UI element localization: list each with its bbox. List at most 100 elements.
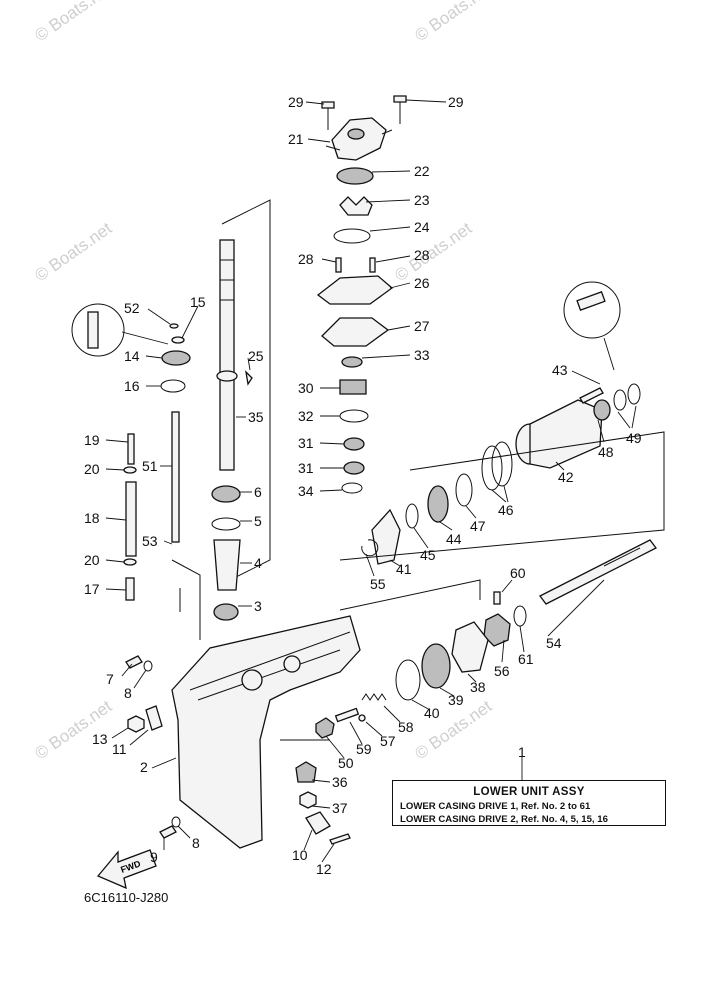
nut-13 [127,715,145,733]
o-ring-24 [333,228,371,244]
callout-39: 39 [448,692,464,708]
callout-6: 6 [254,484,262,500]
callout-20-upper: 20 [84,461,100,477]
shift-plunger-59 [334,707,360,723]
shift-cam-50 [315,717,335,739]
washer-8-upper [143,660,153,672]
callout-30: 30 [298,380,314,396]
drive-shaft-guide-line [221,199,271,585]
callout-51: 51 [142,458,158,474]
forward-gear-38 [451,621,489,673]
callout-31-lower: 31 [298,460,314,476]
watermark: © Boats.net [391,218,475,285]
callout-47: 47 [470,518,486,534]
bolt-9 [159,825,177,839]
callout-25: 25 [248,348,264,364]
callout-22: 22 [414,163,430,179]
callout-12: 12 [316,861,332,877]
callout-57: 57 [380,733,396,749]
callout-34: 34 [298,483,314,499]
leader-lines [105,99,637,863]
callout-36: 36 [332,774,348,790]
watermark: © Boats.net [411,0,495,45]
callout-4: 4 [254,555,262,571]
legend-box: LOWER UNIT ASSY LOWER CASING DRIVE 1, Re… [392,780,666,826]
oil-seal-33 [341,356,363,368]
callout-9: 9 [150,849,158,865]
callout-46: 46 [498,502,514,518]
callout-41: 41 [396,561,412,577]
callout-58: 58 [398,719,414,735]
oil-seal-31-upper [343,437,365,451]
circlip-52 [169,323,179,329]
callout-48: 48 [598,444,614,460]
callout-53: 53 [142,533,158,549]
legend-title: LOWER UNIT ASSY [473,786,585,798]
retainer-15 [171,336,185,344]
trim-tab-10 [305,811,331,835]
callout-33: 33 [414,347,430,363]
forward-direction-arrow: FWD [96,849,157,890]
callout-60: 60 [510,565,526,581]
callout-2: 2 [140,759,148,775]
oil-seal-callout-circle-left [71,303,169,357]
callout-21: 21 [288,131,304,147]
callout-29-left: 29 [288,94,304,110]
ball-57 [358,714,366,722]
callout-24: 24 [414,219,430,235]
circlip-20-lower [123,558,137,566]
watermark: © Boats.net [31,0,115,45]
watermark: © Boats.net [31,696,115,763]
callout-16: 16 [124,378,140,394]
shim-40 [395,659,421,701]
callout-20-lower: 20 [84,552,100,568]
callout-17: 17 [84,581,100,597]
callout-56: 56 [494,663,510,679]
shift-rod-18 [125,481,137,557]
callout-27: 27 [414,318,430,334]
nut-37 [299,791,317,809]
sleeve-4 [213,539,241,591]
shift-rod-19 [127,433,135,465]
callout-14: 14 [124,348,140,364]
callout-10: 10 [292,847,308,863]
callout-52: 52 [124,300,140,316]
callout-42: 42 [558,469,574,485]
prop-housing-guide-line [339,431,665,561]
circlip-20-upper [123,466,137,474]
casing-guide-line [171,559,201,640]
callout-8-lower: 8 [192,835,200,851]
woodruff-key-25 [245,370,253,386]
shift-spring-58 [361,693,387,701]
callout-3: 3 [254,598,262,614]
needle-bearing-3 [213,603,239,621]
dowel-pin-28-left [335,257,342,273]
callout-15: 15 [190,294,206,310]
callout-35: 35 [248,409,264,425]
anode-11 [145,705,163,731]
shift-rod-joint-17 [125,577,135,601]
oil-seal-49-b [627,383,641,405]
callout-26: 26 [414,275,430,291]
insert-cartridge-22 [336,167,374,185]
shim-45 [405,503,419,529]
dowel-pin-28-right [369,257,376,273]
callout-32: 32 [298,408,314,424]
gasket-27 [321,317,390,347]
oil-seal-49-a [613,389,627,411]
callout-numbers: 29 29 21 22 23 24 28 28 26 27 33 30 32 3… [84,94,642,877]
oil-seal-housing-30 [339,379,367,395]
water-pump-housing [325,117,393,161]
lower-casing-2 [171,615,361,849]
bushing-14 [161,350,191,366]
legend-row: LOWER CASING DRIVE 2, Ref. No. 4, 5, 15,… [400,814,608,825]
impeller-23 [339,196,373,216]
oil-seal-31-lower [343,461,365,475]
outer-plate-cartridge-26 [316,275,394,305]
callout-5: 5 [254,513,262,529]
washer-5 [211,517,241,531]
shim-47 [455,473,473,507]
callout-55: 55 [370,576,386,592]
callout-31-upper: 31 [298,435,314,451]
